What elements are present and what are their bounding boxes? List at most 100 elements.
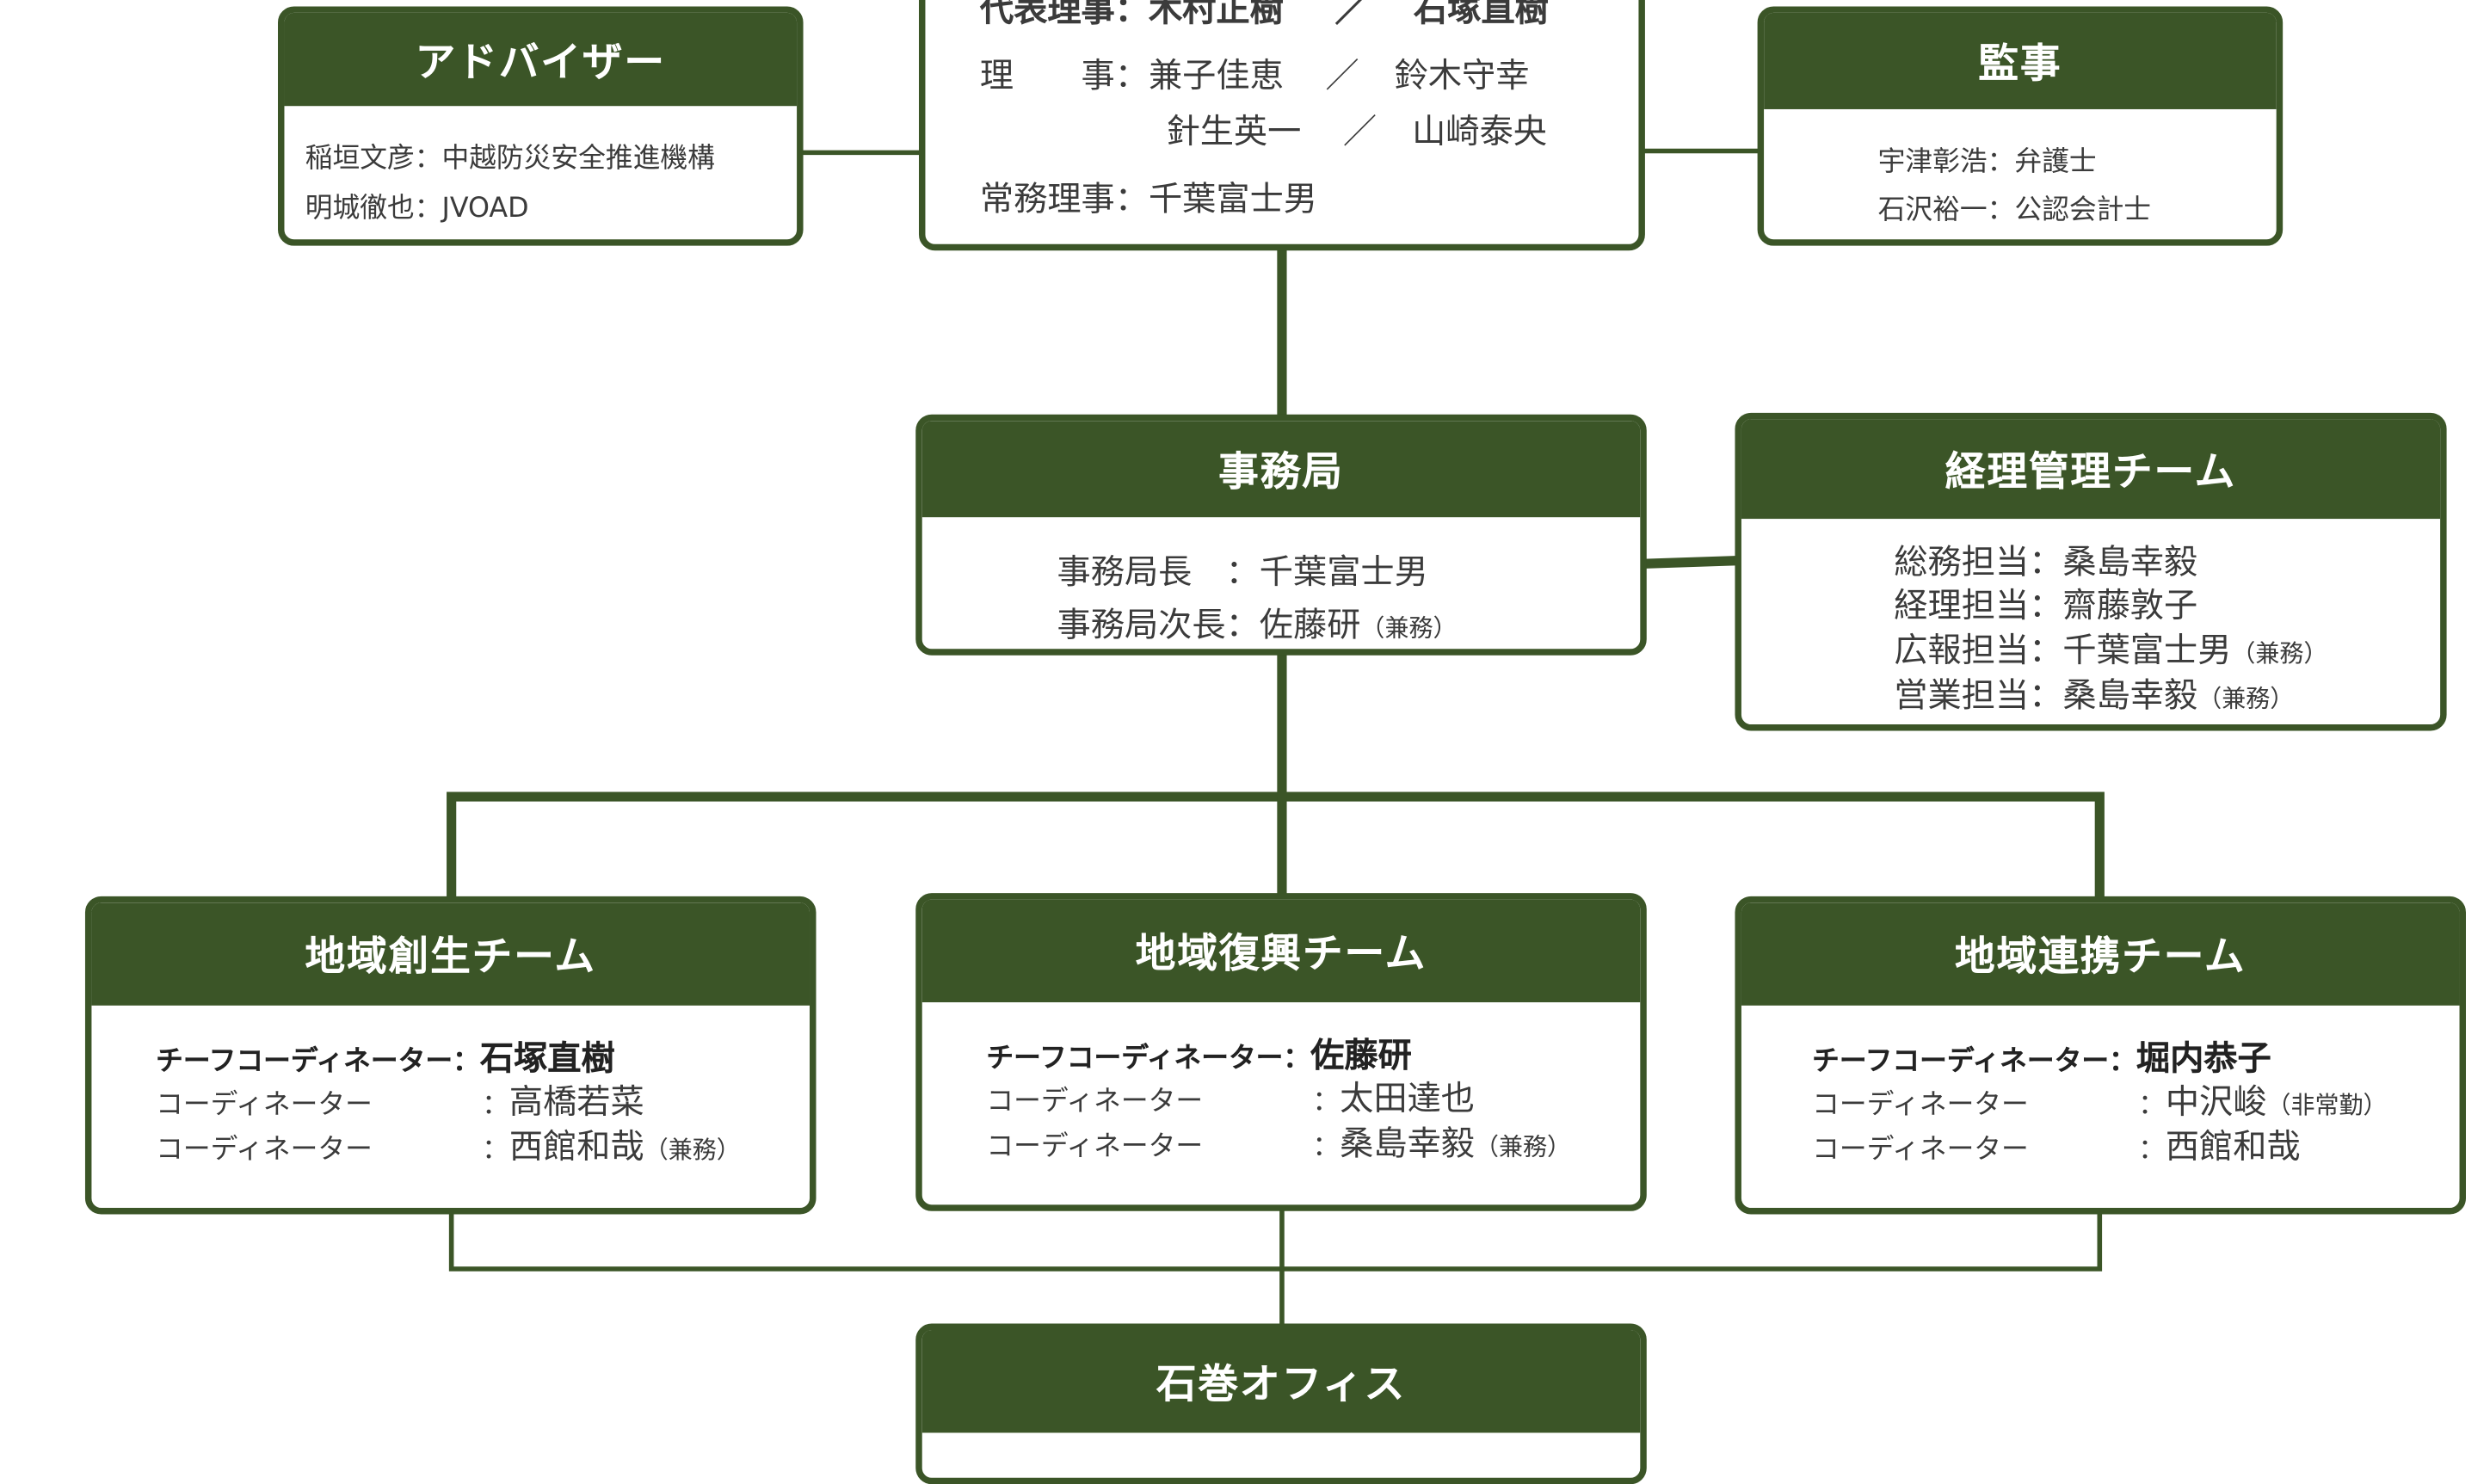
team-member-name: 高橋若菜 — [508, 1082, 644, 1122]
team-member-name: 西館和哉 — [508, 1127, 644, 1167]
secretariat-director-label: 事務局長 ： — [1057, 552, 1260, 592]
accounting-box: 経理管理チーム 総務担当：桑島幸毅 経理担当：齋藤敦子 広報担当：千葉富士男（兼… — [1735, 412, 2447, 731]
accounting-name: 桑島幸毅 — [2062, 676, 2198, 715]
team-chief-row: チーフコーディネーター：堀内恭子 — [1812, 1033, 2271, 1081]
team-member-note: （兼務） — [644, 1136, 741, 1165]
advisor-row-2: 明城徹也：JVOAD — [305, 193, 529, 225]
board-directors-label: 理 事： — [979, 56, 1149, 95]
team-member-row: コーディネーター ：西館和哉（兼務） — [156, 1121, 741, 1169]
board-rep-name2: 石塚直樹 — [1414, 0, 1549, 29]
secretariat-row-2: 事務局次長：佐藤研（兼務） — [1057, 599, 1458, 647]
team-chief-label: チーフコーディネーター： — [156, 1045, 480, 1078]
team-member-row: コーディネーター ：西館和哉 — [1812, 1121, 2301, 1169]
board-rep-name1: 木村正樹 — [1148, 0, 1284, 29]
accounting-name: 千葉富士男 — [2062, 631, 2232, 670]
accounting-name: 齋藤敦子 — [2062, 586, 2198, 625]
board-executive-name: 千葉富士男 — [1148, 180, 1318, 219]
accounting-title: 経理管理チーム — [1741, 419, 2441, 520]
team-member-name: 太田達也 — [1340, 1079, 1475, 1118]
org-chart: 代表理事：木村正樹 ／ 石塚直樹 理 事：兼子佳恵 ／ 鈴木守幸 針生英一 ／ 山崎泰央 常… — [84, 0, 2466, 1484]
team-member-colon: ： — [1312, 1086, 1341, 1118]
board-rep-row: 代表理事：木村正樹 ／ 石塚直樹 — [980, 0, 1549, 32]
board-director-3: 針生英一 — [1166, 112, 1302, 151]
accounting-row: 総務担当：桑島幸毅 — [1894, 537, 2197, 585]
accounting-name: 桑島幸毅 — [2062, 543, 2198, 582]
secretariat-deputy-name: 佐藤研 — [1259, 605, 1361, 644]
board-rep-sep: ／ — [1334, 0, 1369, 29]
connector-team-branch — [447, 791, 2105, 900]
board-executive-row: 常務理事：千葉富士男 — [980, 174, 1317, 222]
board-executive-label: 常務理事： — [979, 180, 1149, 219]
connector-secretariat-accounting — [1641, 556, 1739, 569]
accounting-note: （兼務） — [2231, 639, 2328, 668]
board-rep-label: 代表理事： — [979, 0, 1149, 29]
auditor-row-1: 宇津彰浩：弁護士 — [1877, 145, 2097, 179]
team-member-label: コーディネーター — [156, 1134, 373, 1167]
team-member-row: コーディネーター ：桑島幸毅（兼務） — [986, 1118, 1571, 1167]
accounting-label: 広報担当： — [1894, 631, 2063, 670]
team-title: 地域創生チーム — [91, 902, 810, 1006]
team-title: 地域復興チーム — [921, 899, 1641, 1003]
secretariat-row-1: 事務局長 ：千葉富士男 — [1057, 546, 1428, 594]
auditor-row-2: 石沢裕一：公認会計士 — [1877, 194, 2152, 227]
team-chief-label: チーフコーディネーター： — [986, 1042, 1311, 1075]
office-title: 石巻オフィス — [921, 1329, 1641, 1433]
team-chief-label: チーフコーディネーター： — [1812, 1045, 2136, 1078]
accounting-row: 広報担当：千葉富士男（兼務） — [1894, 625, 2327, 673]
team-member-colon: ： — [2138, 1088, 2166, 1122]
board-box: 代表理事：木村正樹 ／ 石塚直樹 理 事：兼子佳恵 ／ 鈴木守幸 針生英一 ／ 山崎泰央 常… — [918, 0, 1645, 251]
team-member-colon: ： — [2138, 1134, 2166, 1167]
team-member-note: （非常勤） — [2266, 1090, 2388, 1120]
advisor-row-1: 稲垣文彦：中越防災安全推進機構 — [305, 143, 715, 175]
secretariat-box: 事務局 事務局長 ：千葉富士男 事務局次長：佐藤研（兼務） — [915, 414, 1647, 656]
team-member-name: 中沢峻 — [2165, 1082, 2267, 1122]
board-director-2: 鈴木守幸 — [1394, 56, 1530, 95]
connector-lines — [447, 148, 2105, 1330]
accounting-label: 総務担当： — [1894, 543, 2063, 582]
team-member-label: コーディネーター — [1812, 1088, 2029, 1122]
secretariat-director-name: 千葉富士男 — [1259, 552, 1428, 592]
team-box-3: 地域連携チーム チーフコーディネーター：堀内恭子 コーディネーター：中沢峻（非常… — [1735, 896, 2466, 1215]
team-box-1: 地域創生チーム チーフコーディネーター：石塚直樹 コーディネーター：高橋若菜 コ… — [84, 896, 817, 1215]
board-directors-sep1: ／ — [1325, 56, 1359, 95]
advisor-box: アドバイザー 稲垣文彦：中越防災安全推進機構 明城徹也：JVOAD — [278, 6, 804, 246]
auditor-title: 監事 — [1764, 12, 2277, 109]
team-chief-name: 堀内恭子 — [2136, 1039, 2271, 1078]
advisor-title: アドバイザー — [284, 12, 798, 107]
board-directors-row1: 理 事：兼子佳恵 ／ 鈴木守幸 — [980, 50, 1530, 98]
team-member-label: コーディネーター — [986, 1130, 1204, 1163]
accounting-note: （兼務） — [2197, 684, 2295, 713]
secretariat-deputy-note: （兼務） — [1360, 613, 1458, 643]
connector-team-merge — [448, 1209, 2103, 1272]
accounting-label: 経理担当： — [1894, 586, 2063, 625]
team-title: 地域連携チーム — [1741, 902, 2460, 1006]
board-director-4: 山崎泰央 — [1412, 112, 1548, 151]
accounting-row: 営業担当：桑島幸毅（兼務） — [1894, 670, 2294, 718]
team-member-label: コーディネーター — [1812, 1134, 2029, 1167]
board-directors-sep2: ／ — [1342, 112, 1378, 151]
secretariat-deputy-label: 事務局次長： — [1057, 605, 1260, 644]
team-member-label: コーディネーター — [156, 1088, 373, 1122]
secretariat-title: 事務局 — [921, 421, 1641, 518]
board-directors-row2: 針生英一 ／ 山崎泰央 — [1167, 106, 1548, 154]
team-box-2: 地域復興チーム チーフコーディネーター：佐藤研 コーディネーター：太田達也 コー… — [915, 893, 1647, 1211]
team-chief-row: チーフコーディネーター：佐藤研 — [986, 1030, 1411, 1078]
team-member-row: コーディネーター ：高橋若菜 — [156, 1076, 644, 1124]
accounting-row: 経理担当：齋藤敦子 — [1894, 580, 2197, 628]
team-member-row: コーディネーター ：中沢峻（非常勤） — [1812, 1076, 2387, 1124]
team-chief-row: チーフコーディネーター：石塚直樹 — [156, 1033, 615, 1081]
team-member-label: コーディネーター — [986, 1086, 1204, 1118]
team-member-name: 桑島幸毅 — [1340, 1124, 1475, 1163]
office-box: 石巻オフィス — [915, 1323, 1647, 1484]
auditor-box: 監事 宇津彰浩：弁護士 石沢裕一：公認会計士 — [1757, 6, 2284, 246]
team-chief-name: 佐藤研 — [1310, 1036, 1412, 1075]
team-chief-name: 石塚直樹 — [479, 1039, 615, 1078]
team-member-colon: ： — [482, 1088, 509, 1122]
team-member-note: （兼務） — [1474, 1132, 1572, 1161]
board-director-1: 兼子佳恵 — [1148, 56, 1284, 95]
team-member-name: 西館和哉 — [2165, 1127, 2301, 1167]
accounting-label: 営業担当： — [1894, 676, 2063, 715]
team-member-row: コーディネーター ：太田達也 — [986, 1073, 1475, 1121]
team-member-colon: ： — [482, 1134, 509, 1167]
team-member-colon: ： — [1312, 1130, 1341, 1163]
